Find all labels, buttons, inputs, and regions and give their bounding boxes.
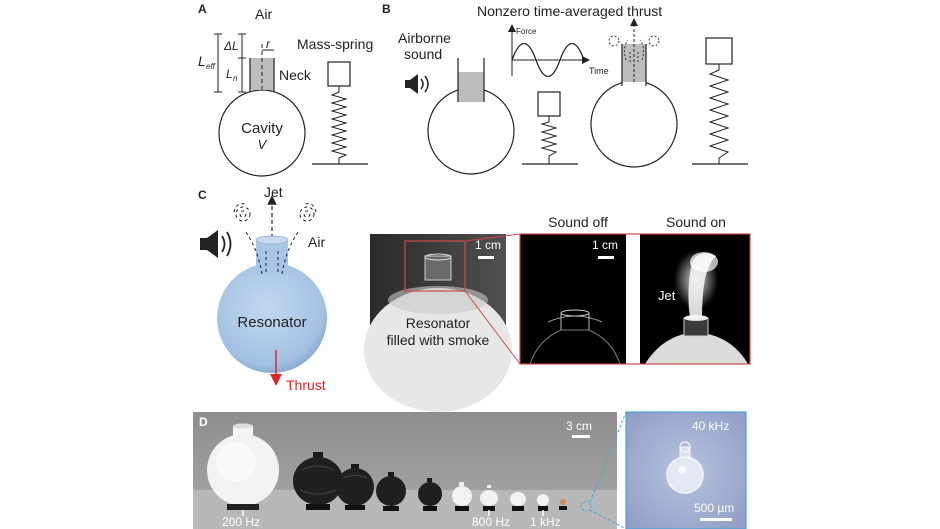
freq-200hz-label: 200 Hz — [222, 515, 260, 529]
resonator-neck — [256, 240, 288, 274]
panel-b: B Nonzero time-averaged thrust Airborne … — [382, 2, 748, 175]
sound-off-label: Sound off — [548, 214, 608, 230]
micro-frame — [625, 411, 747, 529]
mass-block-3 — [705, 37, 733, 65]
resonator-outline-2 — [590, 80, 678, 168]
resonator-white-large — [207, 423, 279, 510]
dimension-lines — [214, 33, 274, 93]
resonator-black-2 — [336, 464, 374, 510]
mass-spring-label: Mass-spring — [297, 36, 373, 52]
neck-fill-1 — [458, 72, 484, 102]
panel-a: A Air L eff ΔL L n r Neck Cavity V Mass- — [198, 2, 373, 177]
resonator-black-1 — [293, 452, 343, 510]
photo-micro-resonator: 40 kHz 500 µm — [626, 412, 746, 529]
panel-d-letter: D — [199, 415, 208, 429]
scale-bar-label-1: 1 cm — [475, 238, 501, 252]
resonator-sphere — [217, 263, 327, 373]
freq-800hz-label: 800 Hz — [472, 515, 510, 529]
panel-c: C Jet Resonator Air — [198, 184, 751, 412]
radius-label: r — [266, 37, 271, 51]
vortex-swirls-b — [608, 35, 660, 62]
resonator-white-1 — [452, 482, 472, 511]
resonator-label: Resonator — [237, 314, 306, 331]
zoom-box — [404, 240, 466, 292]
panel-b-letter: B — [382, 2, 391, 16]
speaker-icon-c — [200, 230, 232, 258]
time-axis-label: Time — [589, 66, 609, 76]
cavity-label: Cavity — [241, 120, 283, 137]
neck-label: Neck — [279, 67, 312, 83]
zoom-circle — [580, 500, 592, 512]
jet-photo-label: Jet — [658, 288, 676, 303]
resonator-white-2 — [480, 485, 498, 511]
spring-coil-2 — [540, 116, 558, 164]
flow-streamlines — [233, 203, 317, 275]
photo-label-line1: Resonator — [406, 315, 471, 331]
scale-bar-3cm — [572, 435, 590, 438]
l-n-subscript: n — [233, 74, 238, 83]
airborne-label-line1: Airborne — [398, 30, 451, 46]
spring-coil-3 — [708, 64, 730, 164]
air-label: Air — [255, 6, 272, 22]
panel-c-letter: C — [198, 188, 207, 202]
volume-label: V — [258, 137, 268, 152]
spring-coil — [330, 86, 348, 164]
l-eff-subscript: eff — [206, 62, 216, 71]
mass-block-2 — [537, 91, 561, 117]
freq-1khz-label: 1 kHz — [530, 515, 561, 529]
resonator-black-3 — [376, 472, 406, 511]
resonator-white-4 — [537, 494, 549, 511]
resonator-tiny — [559, 499, 567, 510]
thrust-title: Nonzero time-averaged thrust — [477, 3, 662, 19]
thrust-label: Thrust — [286, 377, 326, 393]
photo-resonator-smoke: 1 cm Resonator filled with smoke — [364, 234, 512, 412]
scale-bar-label-2: 1 cm — [592, 238, 618, 252]
panel-d: D 3 cm — [193, 411, 747, 529]
panel-a-letter: A — [198, 2, 207, 16]
scale-bar-2 — [598, 256, 614, 259]
sound-on-label: Sound on — [666, 214, 726, 230]
air-label-c: Air — [308, 234, 325, 250]
zoomed-frame — [519, 233, 751, 365]
l-n-label: L — [226, 67, 233, 81]
mass-block — [327, 61, 351, 87]
scale-bar-label-500um: 500 µm — [694, 501, 734, 515]
jet-label: Jet — [264, 184, 283, 200]
scale-bar-1 — [478, 256, 494, 259]
scale-bar-label-3cm: 3 cm — [566, 419, 592, 433]
airborne-label-line2: sound — [404, 46, 442, 62]
delta-l-label: ΔL — [223, 39, 239, 53]
force-axis-label: Force — [516, 27, 537, 36]
scale-bar-500um — [700, 518, 732, 521]
photo-sound-on: Jet — [640, 234, 750, 364]
force-time-graph: Force Time — [508, 24, 609, 78]
resonator-white-3 — [510, 492, 526, 511]
freq-40khz-label: 40 kHz — [692, 419, 729, 433]
resonator-black-4 — [418, 478, 442, 511]
speaker-icon — [405, 74, 429, 94]
photo-label-line2: filled with smoke — [387, 332, 490, 348]
sine-wave — [511, 42, 585, 78]
l-eff-label: L — [198, 53, 206, 69]
